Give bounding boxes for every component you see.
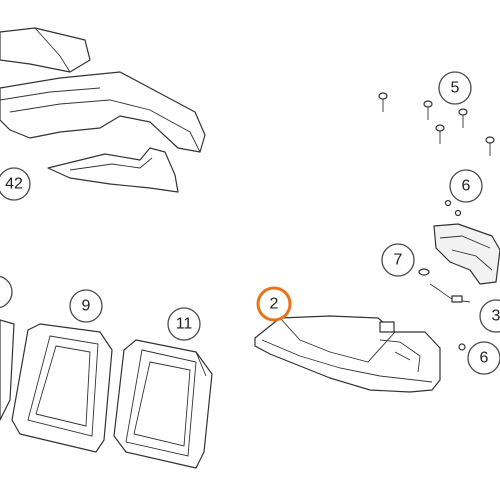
callout-label: 5 xyxy=(451,80,460,97)
callout-42[interactable]: 42 xyxy=(0,167,31,201)
side-bracket xyxy=(433,223,500,285)
callout-7[interactable]: 7 xyxy=(381,243,415,277)
cable-sensor xyxy=(418,268,471,303)
bolt xyxy=(458,108,468,128)
callout-label: 6 xyxy=(462,178,471,195)
callout-label: 42 xyxy=(5,176,23,193)
callout-3[interactable]: 3 xyxy=(479,299,500,333)
edge-part xyxy=(0,319,15,421)
screw-lower xyxy=(458,343,466,351)
callout-label: 7 xyxy=(394,252,403,269)
callout-label: 3 xyxy=(492,308,500,325)
fairing-panel-upper xyxy=(0,27,91,73)
callout-11[interactable]: 11 xyxy=(167,307,201,341)
bolt xyxy=(378,92,388,112)
callout-2[interactable]: 2 xyxy=(256,286,292,322)
fairing-panel-main xyxy=(0,71,206,153)
filter-element xyxy=(113,339,213,469)
bolt xyxy=(423,100,433,120)
tray-housing xyxy=(254,315,441,393)
callout-edge[interactable]: 0 xyxy=(0,275,13,309)
callout-label: 6 xyxy=(480,350,489,367)
callout-label: 9 xyxy=(82,298,91,315)
callout-6-lower[interactable]: 6 xyxy=(467,341,500,375)
callout-9[interactable]: 9 xyxy=(69,289,103,323)
fairing-panel-lower xyxy=(47,147,179,193)
filter-frame xyxy=(11,323,113,453)
callout-label: 2 xyxy=(270,296,279,313)
bolt-set xyxy=(378,92,495,156)
screw-set-upper xyxy=(444,199,462,217)
callout-label: 11 xyxy=(176,316,193,333)
callout-5[interactable]: 5 xyxy=(438,71,472,105)
bolt xyxy=(485,136,495,156)
bolt xyxy=(435,124,445,144)
callout-label: 0 xyxy=(0,284,1,301)
callout-6-upper[interactable]: 6 xyxy=(449,169,483,203)
